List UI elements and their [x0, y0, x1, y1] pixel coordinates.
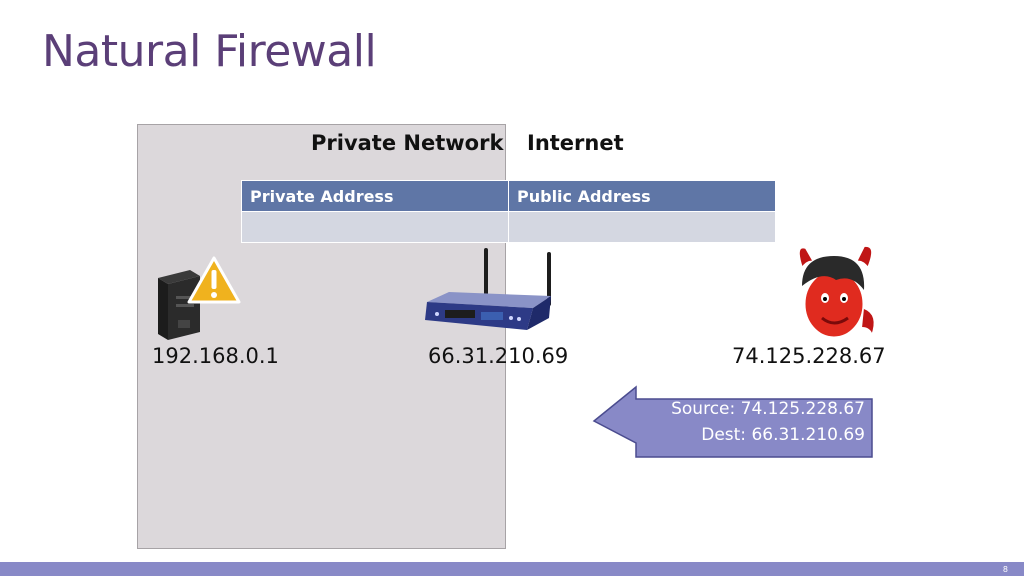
nat-table-header-private: Private Address	[241, 180, 509, 212]
remote-host-ip: 74.125.228.67	[732, 344, 886, 368]
page-number: 8	[1002, 565, 1008, 574]
nat-table-header-public: Public Address	[508, 180, 776, 212]
nat-table-cell-private	[241, 211, 509, 243]
packet-arrow	[592, 385, 873, 458]
nat-table-cell-public	[508, 211, 776, 243]
server-warning-icon	[158, 256, 241, 340]
packet-header-text: Source: 74.125.228.67 Dest: 66.31.210.69	[637, 396, 865, 448]
router-icon	[425, 248, 551, 330]
nat-table-header-row: Private Address Public Address	[241, 180, 776, 212]
internet-label: Internet	[527, 131, 624, 155]
table-row	[241, 211, 776, 243]
packet-dest: Dest: 66.31.210.69	[701, 425, 865, 445]
local-host-ip: 192.168.0.1	[152, 344, 279, 368]
nat-table: Private Address Public Address	[241, 180, 776, 243]
private-network-label: Private Network	[311, 131, 504, 155]
packet-source: Source: 74.125.228.67	[671, 399, 865, 419]
devil-attacker-icon	[797, 244, 876, 340]
slide-title: Natural Firewall	[42, 26, 377, 77]
router-ip: 66.31.210.69	[428, 344, 569, 368]
footer-bar: 8	[0, 562, 1024, 576]
